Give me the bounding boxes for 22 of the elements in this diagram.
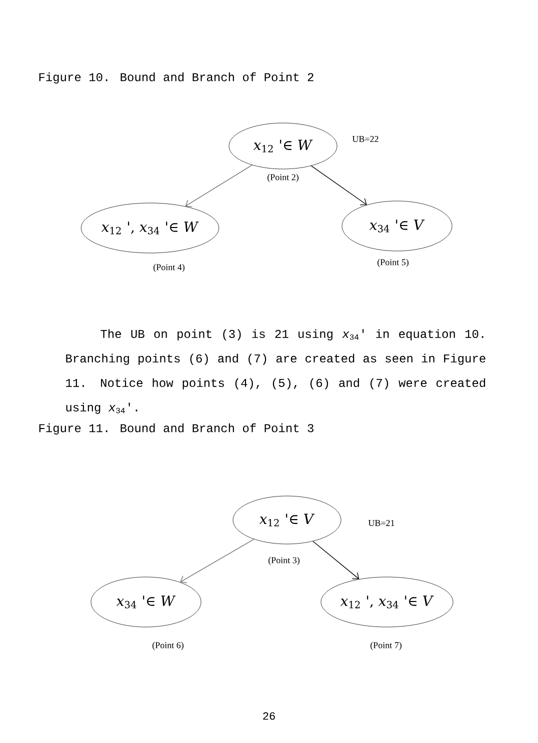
node-caption: (Point 3) xyxy=(268,556,300,566)
arrow xyxy=(185,164,252,208)
node-caption: (Point 7) xyxy=(370,642,402,650)
node-caption: (Point 2) xyxy=(268,174,298,182)
page-number: 26 xyxy=(263,712,275,720)
figure-caption: Figure 11. Bound and Branch of Point 3 xyxy=(39,423,314,435)
paragraph: The UB on point (3) is 21 using x$_{34}$' in equation 10. Branching points (6) and (7) are created as seen in Figure 11. Notice how points (4), (5), (6) and (7) were created using x$_{34}$'. xyxy=(66,329,486,414)
ellipse-node: x$_{34}$ '∈ V xyxy=(342,200,452,252)
ellipse-node: x$_{12}$ '∈ V xyxy=(232,496,342,544)
node-caption: (Point 6) xyxy=(152,642,184,650)
node-caption: UB=22 xyxy=(352,136,378,142)
node-caption: UB=21 xyxy=(368,520,394,526)
ellipse-node: x$_{34}$ '∈ W xyxy=(90,576,202,628)
node-caption: (Point 5) xyxy=(378,258,408,268)
ellipse-node: x$_{12}$ ', x$_{34}$ '∈ V xyxy=(320,576,454,628)
arrow xyxy=(180,538,254,584)
figure-caption: Figure 10. Bound and Branch of Point 2 xyxy=(39,72,314,84)
arrow xyxy=(310,165,367,206)
node-caption: (Point 4) xyxy=(154,264,184,272)
ellipse-node: x$_{12}$ ', x$_{34}$ '∈ W xyxy=(80,202,220,254)
ellipse-node: x$_{12}$ '∈ W xyxy=(228,122,338,170)
arrow xyxy=(312,540,360,580)
